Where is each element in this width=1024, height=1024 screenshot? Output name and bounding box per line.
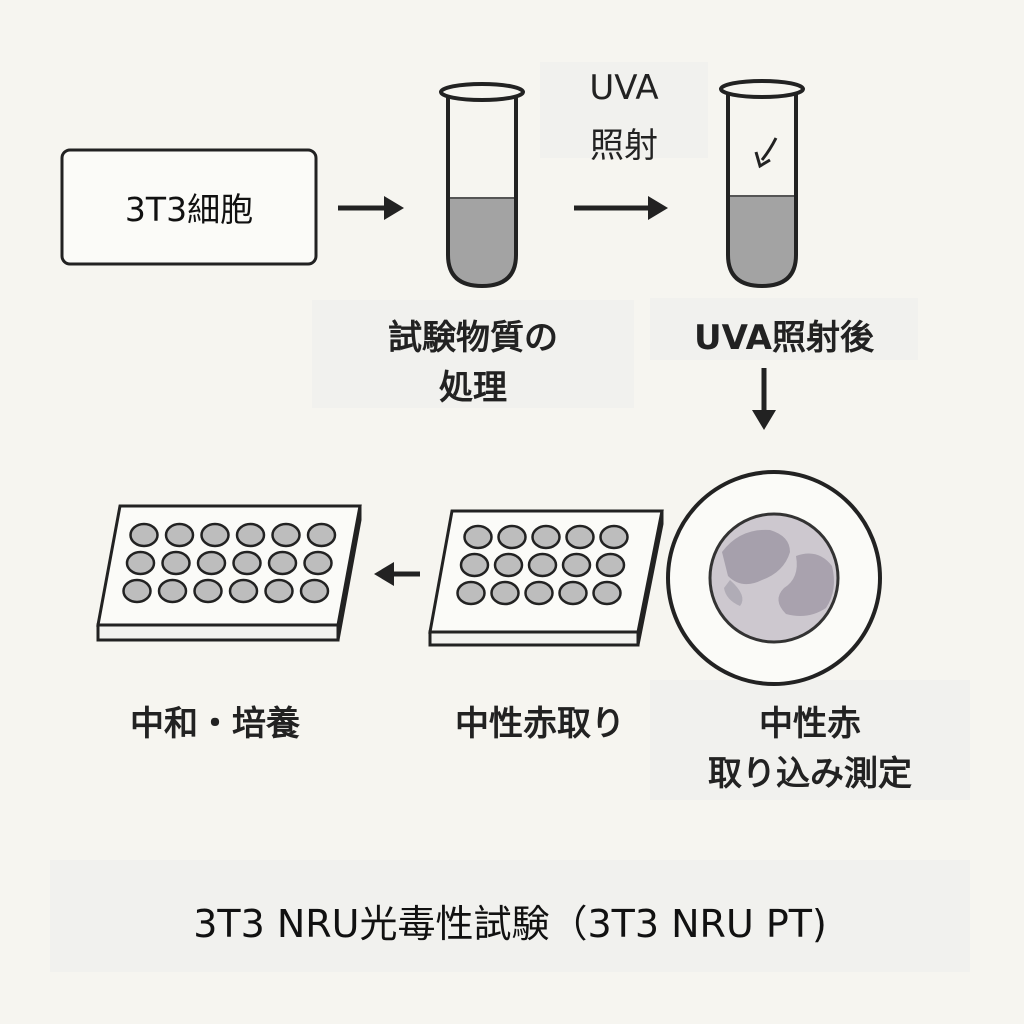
well xyxy=(157,578,188,604)
label-bg-title xyxy=(50,860,970,972)
well xyxy=(129,522,159,548)
well xyxy=(595,552,626,578)
uptake-label: 中性赤取り xyxy=(455,704,625,744)
treatment-label-line2: 処理 xyxy=(439,368,507,408)
well xyxy=(592,580,622,606)
well xyxy=(490,580,520,606)
after-uva-label: UVA照射後 xyxy=(694,318,874,358)
uva-ray-icon xyxy=(754,137,778,169)
tube-liquid xyxy=(448,198,516,286)
well xyxy=(228,578,259,604)
well xyxy=(232,550,262,576)
well xyxy=(299,578,330,604)
well xyxy=(565,524,595,550)
well xyxy=(164,522,195,548)
label-bg-treatment xyxy=(312,300,634,408)
well xyxy=(235,522,266,548)
well xyxy=(531,524,561,550)
well-plate-neutralize xyxy=(96,504,362,642)
well xyxy=(527,552,558,578)
well xyxy=(122,578,152,604)
petri-dish xyxy=(666,470,882,686)
well xyxy=(463,524,493,550)
neutralize-label: 中和・培養 xyxy=(130,704,300,744)
arrow-tube-to-uva xyxy=(574,196,668,220)
diagram-title: 3T3 NRU光毒性試験（3T3 NRU PT) xyxy=(193,902,827,946)
well xyxy=(306,522,337,548)
well xyxy=(267,550,298,576)
well xyxy=(303,550,333,576)
uva-label-line2: 照射 xyxy=(590,126,658,166)
label-bg-uva xyxy=(540,62,708,158)
well xyxy=(161,550,191,576)
well xyxy=(599,524,629,550)
measure-label-line1: 中性赤 xyxy=(759,704,861,744)
well xyxy=(271,522,301,548)
arrow-cells-to-tube xyxy=(338,196,404,220)
well xyxy=(524,580,554,606)
well xyxy=(456,580,486,606)
well xyxy=(558,580,588,606)
well xyxy=(493,552,524,578)
test-tube-treatment xyxy=(439,82,525,289)
well xyxy=(497,524,527,550)
measure-label-line2: 取り込み測定 xyxy=(708,754,912,794)
arrow-down-to-dish xyxy=(752,368,776,430)
tube-liquid xyxy=(728,196,796,286)
well xyxy=(264,578,294,604)
well xyxy=(561,552,592,578)
well xyxy=(193,578,223,604)
well xyxy=(459,552,490,578)
uva-label-line1: UVA xyxy=(589,68,659,108)
cells-label: 3T3細胞 xyxy=(124,190,254,229)
label-bg-after xyxy=(650,298,918,360)
well-plate-uptake xyxy=(428,509,664,647)
arrow-left-to-plate xyxy=(374,562,420,586)
well xyxy=(200,522,230,548)
test-tube-uva xyxy=(719,79,805,289)
cells-box xyxy=(60,148,318,266)
label-bg-measure xyxy=(650,680,970,800)
treatment-label-line1: 試験物質の xyxy=(388,318,558,358)
well xyxy=(125,550,156,576)
well xyxy=(196,550,227,576)
